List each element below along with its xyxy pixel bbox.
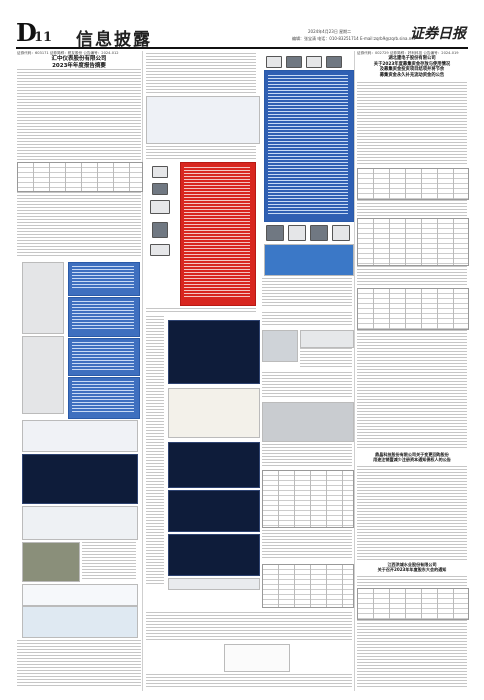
article-company-report: 证券代码：603171 证券简称：税友股份 公告编号：2024-012 汇中仪表… xyxy=(17,51,141,70)
column-divider xyxy=(142,51,143,691)
device-photo xyxy=(300,330,354,348)
bar-chart-figure xyxy=(22,584,138,606)
network-diagram xyxy=(168,388,260,438)
article-title-line: 用途注销暨减少注册资本通知债权人的公告 xyxy=(373,457,451,463)
article-title-line: 湖北建电子股份有限公司 xyxy=(388,56,436,61)
solution-diagram xyxy=(22,420,138,452)
article-title: 汇中仪表股份有限公司 xyxy=(51,56,107,62)
product-photo xyxy=(306,56,322,68)
panel-text xyxy=(72,301,134,331)
building-photo xyxy=(262,402,354,442)
body-text xyxy=(262,444,352,466)
dashboard-screenshot xyxy=(168,442,260,488)
product-photo xyxy=(288,225,306,241)
data-table xyxy=(357,168,469,200)
product-photo xyxy=(22,262,64,334)
body-text xyxy=(357,466,467,560)
equipment-photo xyxy=(264,244,354,276)
product-photo xyxy=(332,225,350,241)
article-right-bottom: 江西洪城水业股份有限公司 关于召开2023年年度股东大会的通知 xyxy=(357,562,467,573)
body-text xyxy=(357,266,467,286)
article-code-line: 证券代码：002729 证券简称：好利科技 公告编号：2024-019 xyxy=(357,51,459,55)
product-photo xyxy=(152,183,168,195)
body-text xyxy=(357,576,467,586)
masthead-rule xyxy=(16,47,468,49)
panel-text xyxy=(72,266,134,290)
body-text xyxy=(146,674,352,688)
body-text xyxy=(146,53,256,93)
body-text xyxy=(262,372,352,398)
article-title-line: 关于2023年度募集资金存放与使用情况 xyxy=(373,61,451,67)
body-text xyxy=(357,330,467,448)
product-photo xyxy=(326,56,342,68)
dashboard-screenshot xyxy=(168,320,260,384)
body-text xyxy=(262,278,352,308)
article-title-line: 及募集资金投资项目结项并将节余 xyxy=(379,67,445,73)
article-title-line: 关于召开2023年年度股东大会的通知 xyxy=(377,567,447,573)
smart-city-diagram xyxy=(146,96,260,144)
product-photo xyxy=(286,56,302,68)
article-title-line: 江西洪城水业股份有限公司 xyxy=(387,562,437,567)
panel-text xyxy=(268,75,348,215)
body-text xyxy=(262,312,352,326)
article-code-line: 证券代码：603171 证券简称：税友股份 公告编号：2024-012 xyxy=(17,51,119,55)
dashboard-screenshot xyxy=(168,534,260,576)
product-photo xyxy=(310,225,328,241)
dashboard-screenshot xyxy=(168,490,260,532)
page-number: 11 xyxy=(34,30,53,45)
product-photo xyxy=(150,244,170,256)
body-text xyxy=(17,69,141,161)
column-divider xyxy=(354,51,355,691)
product-photo xyxy=(152,222,168,238)
article-right-top: 证券代码：002729 证券简称：好利科技 公告编号：2024-019 湖北建电… xyxy=(357,51,467,78)
article-subtitle: 2023年年度报告摘要 xyxy=(52,63,106,69)
data-table xyxy=(17,162,143,192)
product-photo xyxy=(266,56,282,68)
masthead: D 11 信息披露 2024年4月23日 星期二 编辑：张宝清 电话：010-8… xyxy=(16,18,468,51)
body-text xyxy=(82,542,136,580)
section-title: 信息披露 xyxy=(76,30,152,50)
body-text xyxy=(146,146,256,160)
body-text xyxy=(17,640,141,688)
article-title-line: 鼎晶科技股份有限公司关于变更回购股份 xyxy=(375,452,449,457)
product-photo xyxy=(266,225,284,241)
panel-text xyxy=(184,167,250,299)
icon-strip xyxy=(168,578,260,590)
section-letter: D xyxy=(16,18,37,47)
issue-date: 2024年4月23日 星期二 xyxy=(308,29,352,34)
data-table xyxy=(262,470,354,528)
body-text xyxy=(262,530,352,560)
product-photo xyxy=(152,166,168,178)
panel-text xyxy=(72,342,134,370)
body-text xyxy=(146,316,164,586)
panel-text xyxy=(72,381,134,413)
device-photo xyxy=(262,330,298,362)
body-text xyxy=(300,348,352,368)
data-table xyxy=(357,218,469,266)
body-text xyxy=(17,192,141,256)
article-right-middle: 鼎晶科技股份有限公司关于变更回购股份 用途注销暨减少注册资本通知债权人的公告 xyxy=(357,452,467,463)
dashboard-screenshot xyxy=(22,454,138,504)
editor-contact: 编辑：张宝清 电话：010-83251714 E-mail:zqrb9@zqrb… xyxy=(292,36,416,41)
article-title-line: 募集资金永久补充流动资金的公告 xyxy=(379,72,445,78)
body-text xyxy=(146,612,352,640)
data-table xyxy=(357,588,469,620)
data-table xyxy=(262,564,354,608)
site-map-image xyxy=(22,542,80,582)
system-diagram xyxy=(22,506,138,540)
product-photo xyxy=(22,336,64,414)
flowchart xyxy=(224,644,290,672)
body-text xyxy=(146,308,256,312)
body-text xyxy=(357,82,467,166)
body-text xyxy=(357,200,467,216)
product-photo xyxy=(150,200,170,214)
body-text xyxy=(357,620,467,688)
newspaper-logo: 证券日报 xyxy=(410,26,466,42)
data-table xyxy=(357,288,469,330)
distribution-map xyxy=(22,606,138,638)
